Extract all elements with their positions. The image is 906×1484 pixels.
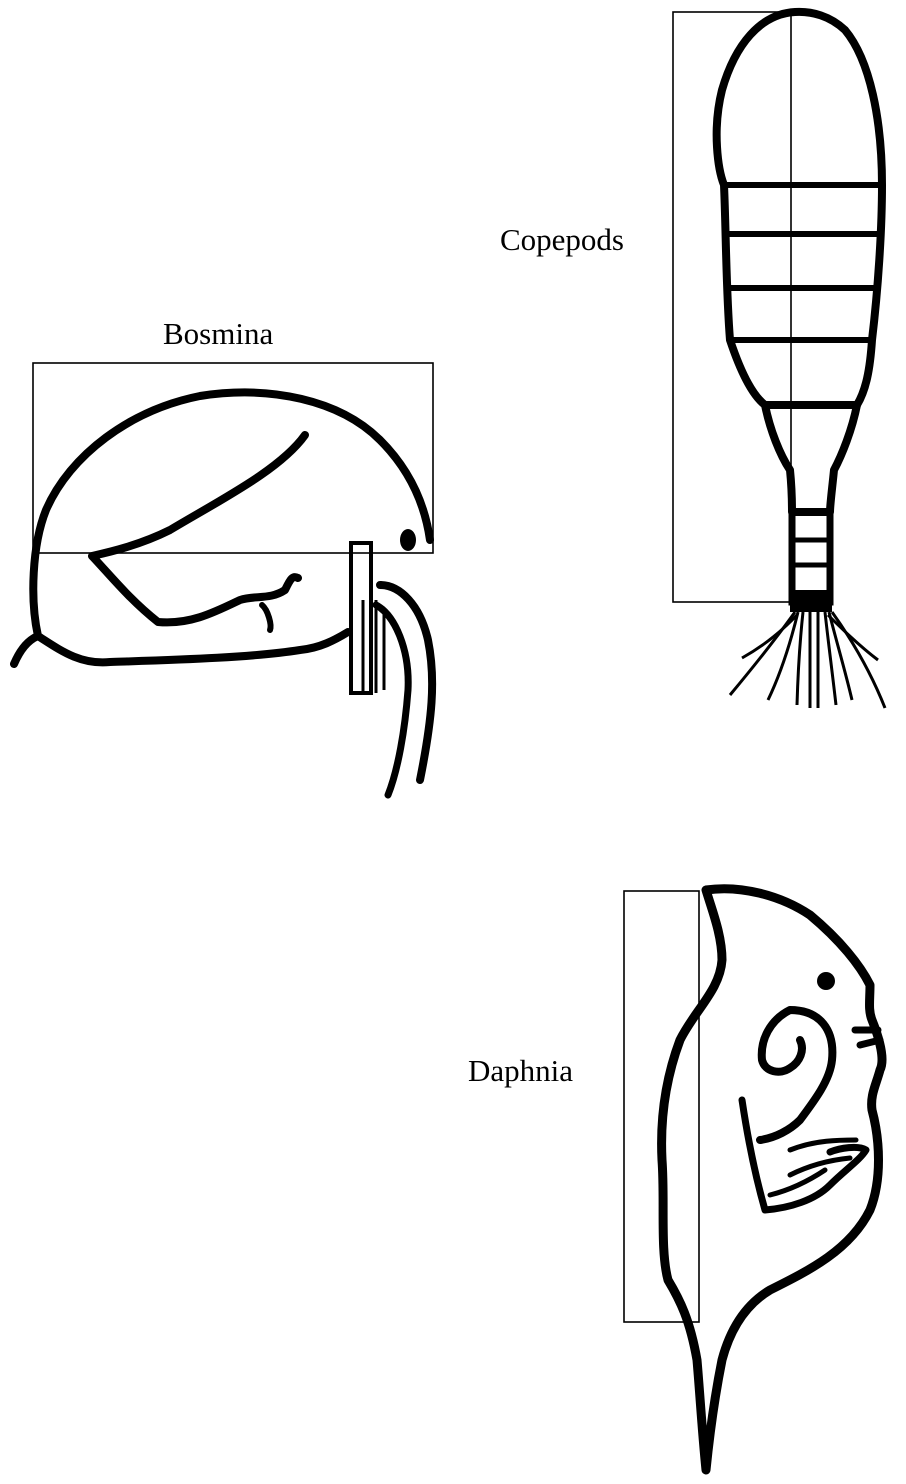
bosmina-label: Bosmina [163,318,273,349]
copepod-prosome [717,12,882,405]
copepod-genital-segment [765,405,857,512]
bosmina-carapace [14,393,430,664]
copepod-figure [673,12,885,708]
daphnia-figure [624,889,882,1470]
copepod-urosome [792,512,830,602]
bosmina-gut [92,435,305,622]
copepod-setae [730,612,885,708]
daphnia-carapace [662,889,882,1470]
daphnia-gut [760,1010,832,1140]
bosmina-figure [14,363,433,795]
copepods-label: Copepods [500,224,624,255]
bosmina-gut-tip [262,605,271,630]
bosmina-eye [400,529,416,551]
bosmina-rostrum-inner [376,605,408,795]
daphnia-eye [817,972,835,990]
bosmina-antenna-bar [351,543,371,693]
daphnia-rostrum [855,1030,880,1045]
copepod-furca [790,590,832,612]
daphnia-label: Daphnia [468,1055,573,1086]
